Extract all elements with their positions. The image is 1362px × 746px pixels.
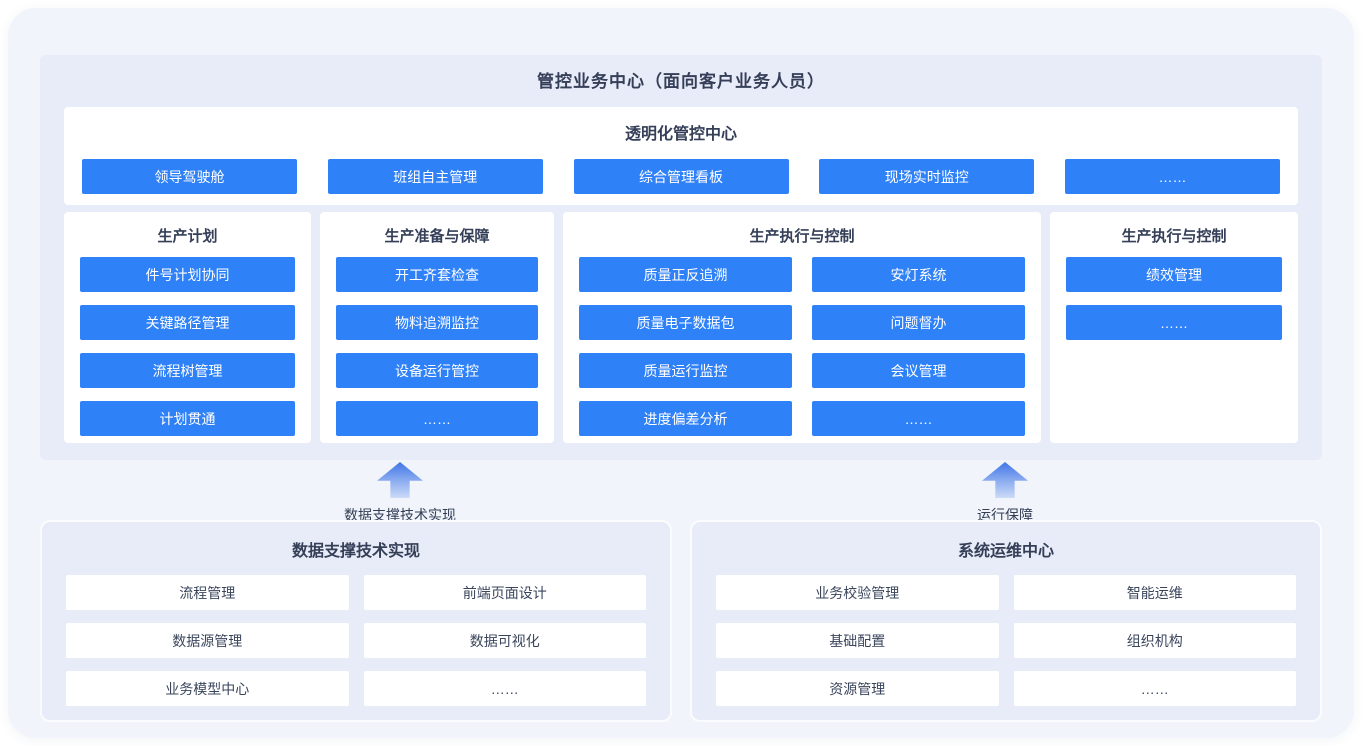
arrow-label: 运行保障	[977, 507, 1033, 523]
module-chip: 计划贯通	[80, 401, 295, 436]
module-chip: 关键路径管理	[80, 305, 295, 340]
module-chip: 组织机构	[1013, 623, 1296, 658]
module-chip: 质量运行监控	[579, 353, 792, 388]
module-chip: 质量电子数据包	[579, 305, 792, 340]
card-title: 生产执行与控制	[749, 228, 855, 245]
module-chip: ……	[363, 671, 646, 706]
card-production-execution-control: 生产执行与控制 质量正反追溯 安灯系统 质量电子数据包 问题督办 质量运行监控 …	[563, 212, 1041, 443]
control-business-center-title: 管控业务中心（面向客户业务人员）	[537, 72, 825, 91]
module-chip: 流程管理	[66, 575, 349, 610]
module-chip-ellipsis: ……	[1065, 159, 1280, 194]
transparent-control-center-row: 领导驾驶舱 班组自主管理 综合管理看板 现场实时监控 ……	[64, 159, 1298, 194]
module-chip: 流程树管理	[80, 353, 295, 388]
module-chip: 件号计划协同	[80, 257, 295, 292]
module-chip: 安灯系统	[812, 257, 1025, 292]
module-chip: 业务校验管理	[716, 575, 999, 610]
module-chip-leader-cockpit: 领导驾驶舱	[82, 159, 297, 194]
module-chip: ……	[1066, 305, 1282, 340]
card-production-performance: 生产执行与控制 绩效管理 ……	[1050, 212, 1298, 443]
module-chip-team-self-management: 班组自主管理	[327, 159, 543, 194]
card-title: 生产执行与控制	[1121, 228, 1227, 245]
module-chip: 业务模型中心	[66, 671, 349, 706]
data-support-panel: 数据支撑技术实现 流程管理 前端页面设计 数据源管理 数据可视化 业务模型中心 …	[40, 520, 672, 722]
card-production-planning: 生产计划 件号计划协同 关键路径管理 流程树管理 计划贯通	[64, 212, 311, 443]
module-chip: 会议管理	[812, 353, 1025, 388]
transparent-control-center-band: 透明化管控中心 领导驾驶舱 班组自主管理 综合管理看板 现场实时监控 ……	[64, 107, 1298, 205]
arrow-label: 数据支撑技术实现	[344, 507, 456, 523]
card-title: 生产计划	[157, 228, 218, 245]
module-chip: 数据可视化	[363, 623, 646, 658]
module-chip: ……	[336, 401, 538, 436]
module-chip: ……	[812, 401, 1025, 436]
transparent-control-center-title: 透明化管控中心	[624, 126, 737, 143]
module-chip: 资源管理	[716, 671, 999, 706]
module-chip: 基础配置	[716, 623, 999, 658]
module-chip: 质量正反追溯	[579, 257, 792, 292]
card-production-preparation: 生产准备与保障 开工齐套检查 物料追溯监控 设备运行管控 ……	[320, 212, 554, 443]
module-chip: 数据源管理	[66, 623, 349, 658]
architecture-canvas: 管控业务中心（面向客户业务人员） 透明化管控中心 领导驾驶舱 班组自主管理 综合…	[8, 8, 1354, 738]
module-chip: 物料追溯监控	[336, 305, 538, 340]
module-chip: 开工齐套检查	[336, 257, 538, 292]
system-ops-panel: 系统运维中心 业务校验管理 智能运维 基础配置 组织机构 资源管理 ……	[690, 520, 1322, 722]
module-chip-comprehensive-dashboard: 综合管理看板	[573, 159, 789, 194]
arrow-operation-guarantee: 运行保障	[977, 462, 1033, 525]
module-chip: 智能运维	[1013, 575, 1296, 610]
card-title: 生产准备与保障	[384, 228, 490, 245]
module-cards-row: 生产计划 件号计划协同 关键路径管理 流程树管理 计划贯通 生产准备与保障 开工…	[64, 212, 1298, 443]
module-chip: ……	[1013, 671, 1296, 706]
up-arrow-icon	[982, 462, 1028, 498]
module-chip: 绩效管理	[1066, 257, 1282, 292]
up-arrow-icon	[377, 462, 423, 498]
system-ops-panel-title: 系统运维中心	[957, 543, 1054, 560]
module-chip: 设备运行管控	[336, 353, 538, 388]
system-ops-grid: 业务校验管理 智能运维 基础配置 组织机构 资源管理 ……	[692, 561, 1320, 706]
data-support-grid: 流程管理 前端页面设计 数据源管理 数据可视化 业务模型中心 ……	[42, 561, 670, 706]
control-business-center-panel: 管控业务中心（面向客户业务人员） 透明化管控中心 领导驾驶舱 班组自主管理 综合…	[40, 55, 1322, 460]
arrow-data-support: 数据支撑技术实现	[344, 462, 456, 525]
data-support-panel-title: 数据支撑技术实现	[291, 543, 420, 560]
module-chip: 前端页面设计	[363, 575, 646, 610]
module-chip: 问题督办	[812, 305, 1025, 340]
module-chip: 进度偏差分析	[579, 401, 792, 436]
card-two-column-grid: 质量正反追溯 安灯系统 质量电子数据包 问题督办 质量运行监控 会议管理 进度偏…	[579, 257, 1025, 436]
module-chip-realtime-site-monitoring: 现场实时监控	[819, 159, 1035, 194]
